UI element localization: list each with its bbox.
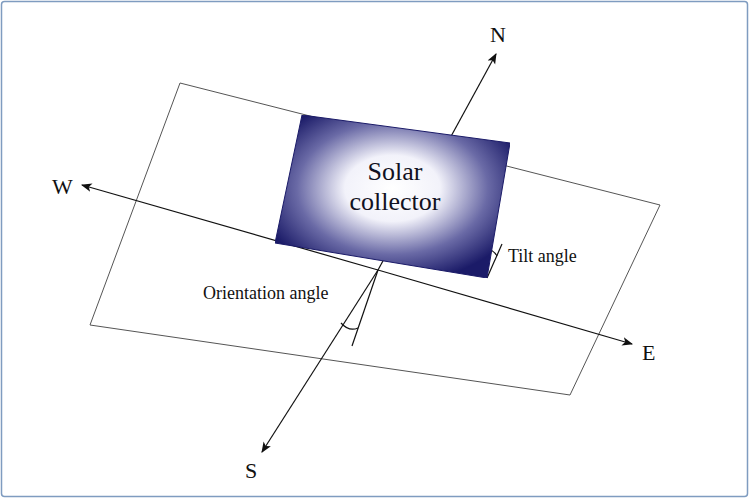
collector-label: Solar collector — [330, 157, 460, 217]
ground-plane — [90, 83, 660, 395]
compass-label: N — [490, 22, 506, 48]
compass-label: E — [642, 340, 655, 366]
compass-label: W — [52, 174, 73, 200]
collector-panel: Solar collector — [275, 115, 510, 278]
compass-label: S — [245, 458, 257, 484]
collector-outline — [275, 115, 510, 278]
angle-label: Tilt angle — [508, 246, 577, 267]
east-axis — [378, 270, 632, 344]
angle-label: Orientation angle — [203, 283, 328, 304]
orientation-arc — [341, 323, 358, 329]
orientation-line — [352, 270, 378, 346]
